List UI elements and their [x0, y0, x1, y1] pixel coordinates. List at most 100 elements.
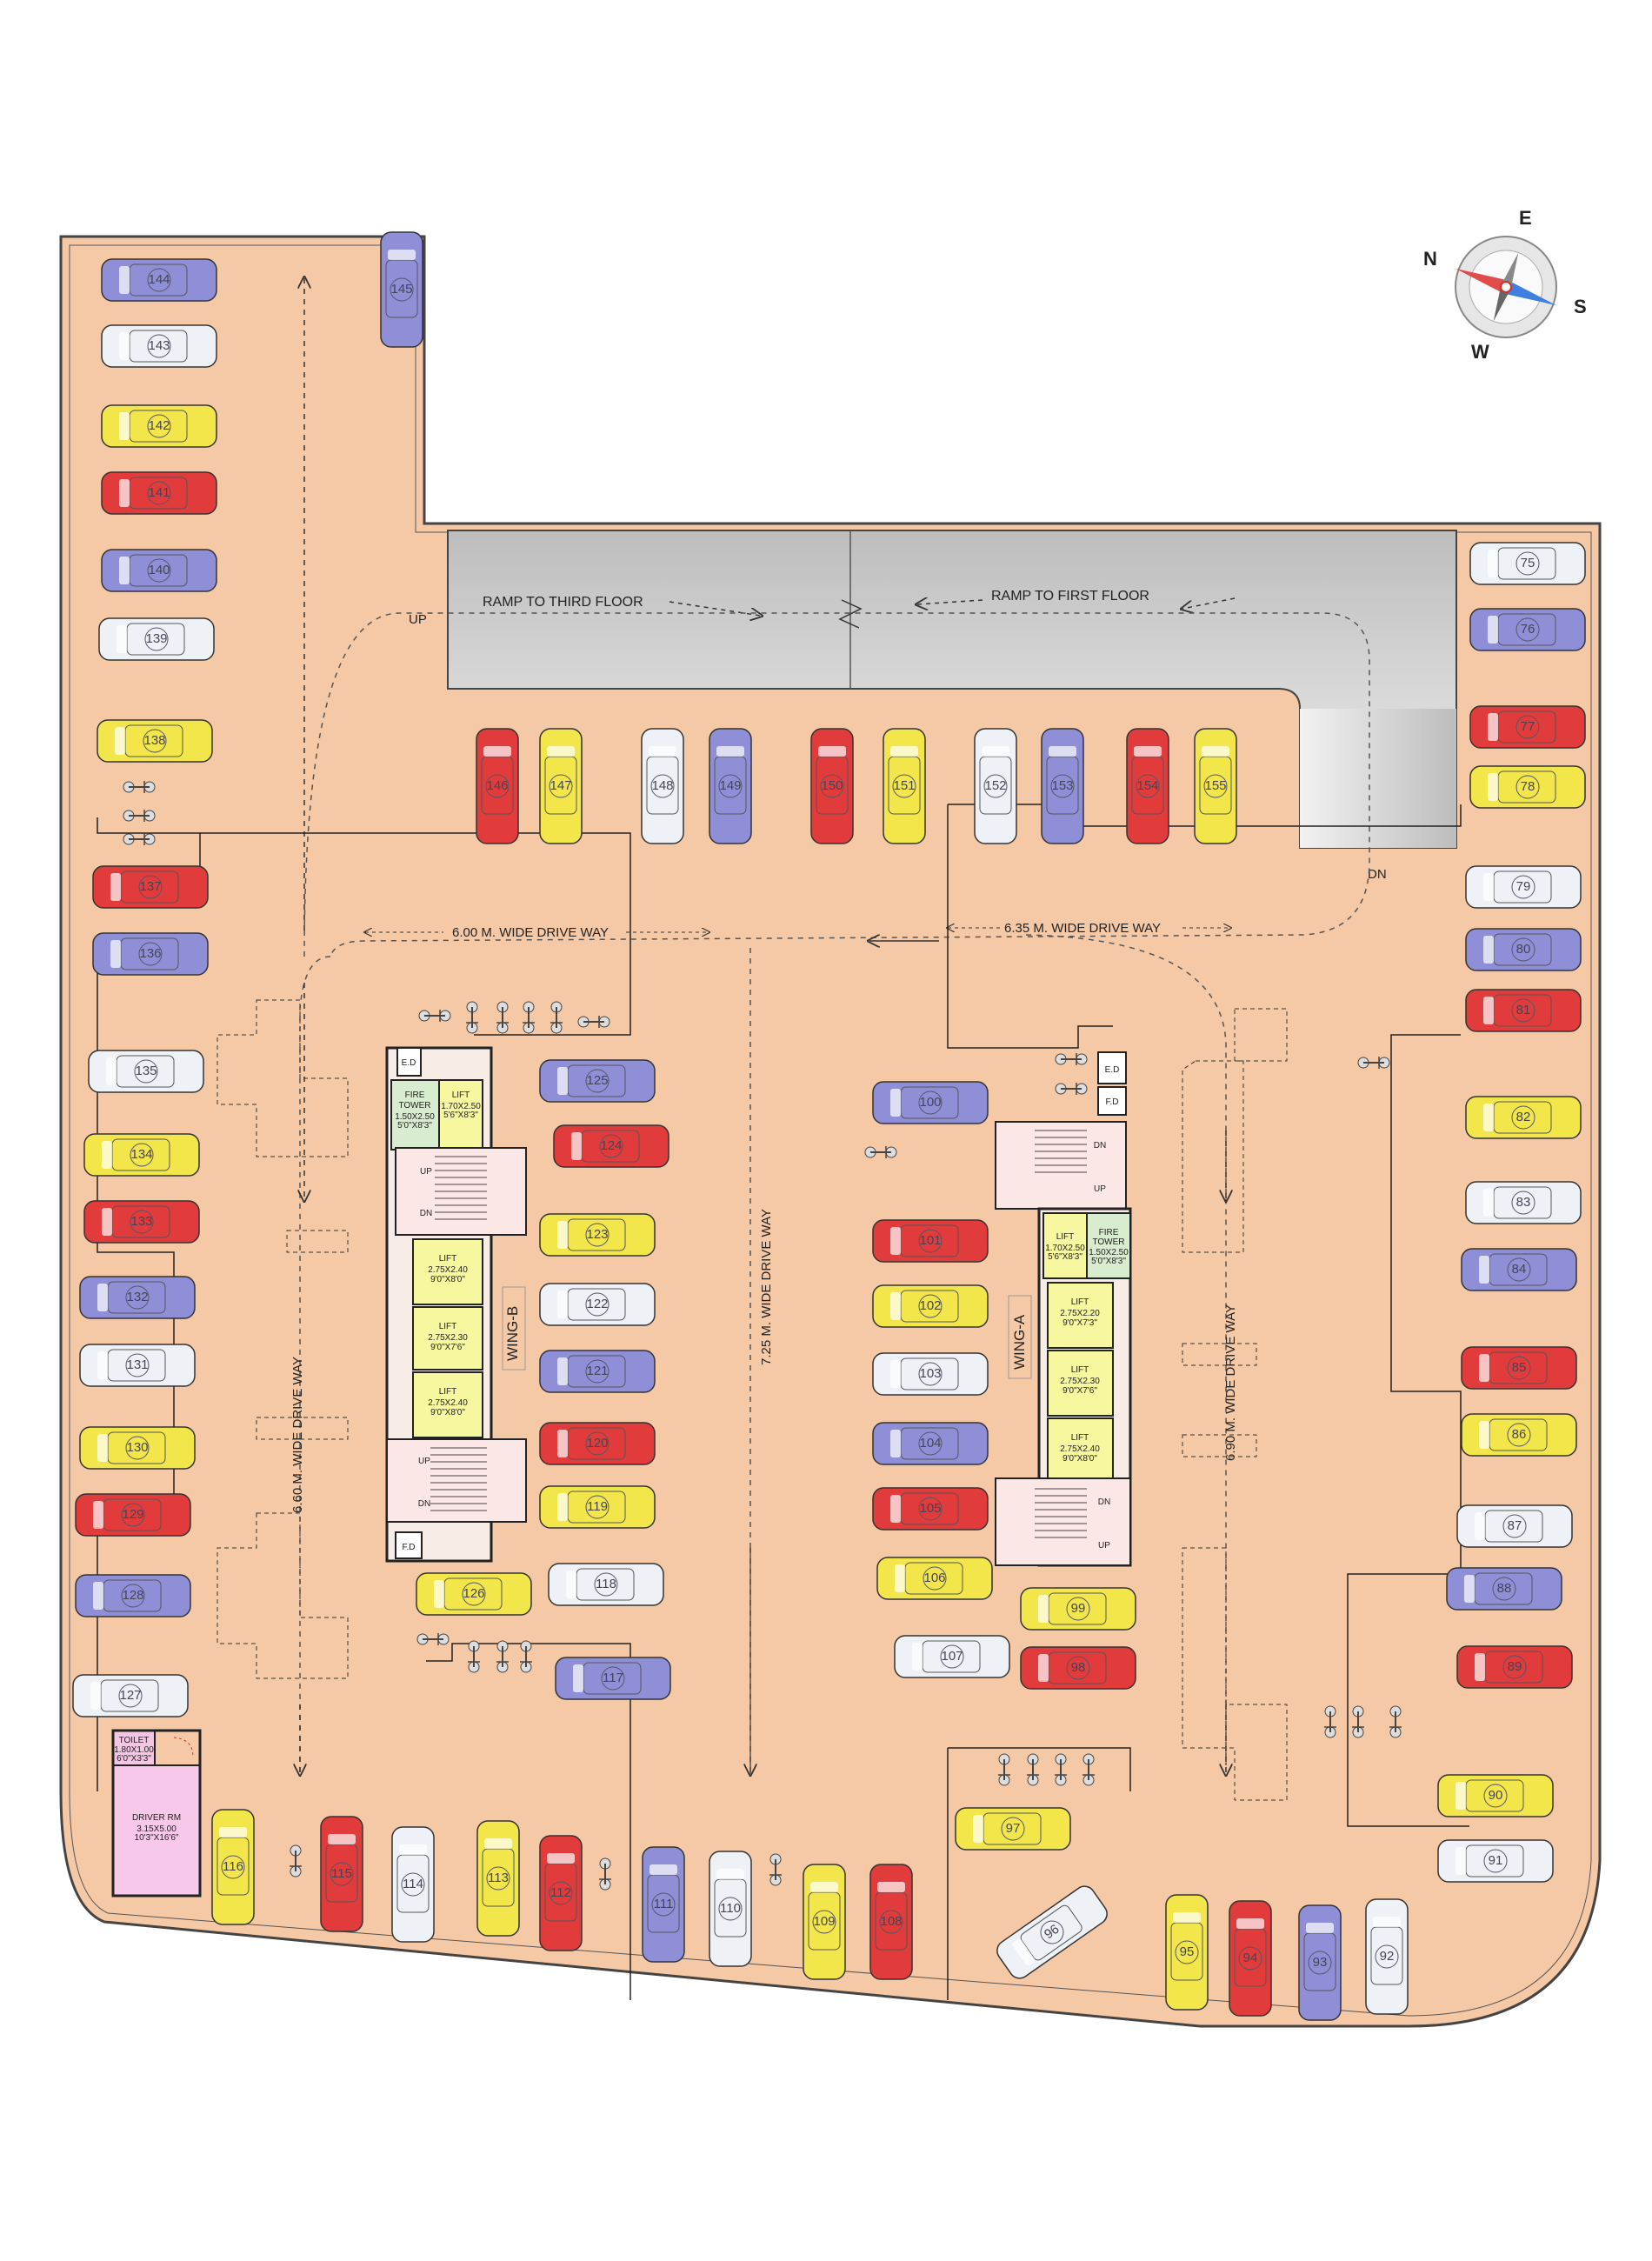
- parking-slot-134: 134: [83, 1133, 200, 1177]
- wing-b-lift-2: [412, 1306, 483, 1371]
- car-windshield: [566, 1571, 576, 1598]
- bike-icon: [523, 1001, 535, 1034]
- car-windshield: [1488, 616, 1498, 644]
- car-windshield: [1479, 1256, 1489, 1284]
- slot-number: 125: [586, 1073, 608, 1088]
- slot-number-ring: [330, 1862, 354, 1886]
- bike-icon: [416, 1633, 450, 1645]
- parking-slot-86: 86: [1461, 1413, 1577, 1457]
- parking-slot-120: 120: [539, 1422, 656, 1465]
- car-windshield: [557, 1493, 568, 1521]
- slot-number-ring: [147, 414, 171, 438]
- bike-icon: [1389, 1705, 1402, 1738]
- parking-slot-96: 96: [996, 1885, 1108, 1979]
- parking-slot-78: 78: [1469, 765, 1586, 809]
- slot-number-ring: [599, 1134, 623, 1158]
- slot-number-ring: [143, 729, 167, 753]
- slot-number-ring: [1511, 998, 1535, 1023]
- wing-b-lift-1-dim2: 9'0"X8'0": [430, 1275, 465, 1284]
- slot-number-ring: [121, 1503, 145, 1527]
- slot-number: 151: [893, 778, 915, 793]
- parking-slot-89: 89: [1456, 1645, 1573, 1689]
- parking-slot-87: 87: [1456, 1504, 1573, 1548]
- slot-number: 128: [122, 1588, 143, 1603]
- slot-number: 146: [486, 778, 508, 793]
- car-windshield: [890, 1495, 901, 1523]
- toilet-dim1: 1.80X1.00: [114, 1745, 154, 1755]
- parking-slot-148: 148: [641, 728, 684, 844]
- slot-number: 88: [1497, 1581, 1512, 1596]
- slot-number-ring: [1375, 1944, 1399, 1969]
- parking-slot-126: 126: [416, 1572, 532, 1616]
- wing-b-lift-1-label: LIFT: [439, 1254, 457, 1264]
- car-windshield: [110, 940, 121, 968]
- slot-number: 138: [143, 733, 165, 748]
- ramp-first-arrow: [917, 600, 983, 604]
- parking-slot-146: 146: [476, 728, 519, 844]
- wing-b-fire-label: FIRE: [405, 1090, 425, 1100]
- car-windshield: [110, 873, 121, 901]
- slot-number-ring: [1515, 715, 1540, 739]
- slot-number-ring: [918, 1362, 943, 1386]
- slot-number: 109: [813, 1914, 835, 1929]
- slot-number-ring: [147, 558, 171, 583]
- bike-icon: [577, 1016, 610, 1028]
- slot-number-ring: [585, 1359, 610, 1384]
- parking-slot-84: 84: [1461, 1248, 1577, 1291]
- slot-number-ring: [147, 268, 171, 292]
- driver-room-outline: [111, 1729, 202, 1898]
- slot-number: 99: [1071, 1601, 1086, 1616]
- car-windshield: [557, 1221, 568, 1249]
- slot-number: 135: [135, 1064, 157, 1078]
- parking-slot-142: 142: [101, 404, 217, 448]
- parking-slot-145: 145: [380, 231, 423, 348]
- parking-slot-80: 80: [1465, 928, 1582, 971]
- parking-slot-113: 113: [476, 1820, 520, 1937]
- parking-slot-112: 112: [539, 1835, 583, 1951]
- slot-number-ring: [923, 1566, 947, 1591]
- parking-slot-105: 105: [872, 1487, 989, 1531]
- ramp-dn-label: DN: [1368, 867, 1387, 882]
- slot-number-ring: [125, 1436, 150, 1460]
- bike-icon: [1055, 1053, 1088, 1065]
- wing-a-label: WING-A: [1011, 1314, 1028, 1370]
- parking-slot-143: 143: [101, 324, 217, 368]
- wing-b-lift-1-dim1: 2.75X2.40: [428, 1265, 468, 1275]
- wing-a-stair-bottom-treads: [1035, 1488, 1087, 1538]
- car-windshield: [982, 746, 1009, 757]
- wing-a-lift-1-label: LIFT: [1071, 1297, 1089, 1307]
- car-windshield: [106, 1057, 117, 1085]
- car-windshield: [557, 1357, 568, 1385]
- wing-a-ed-label: E.D: [1105, 1065, 1120, 1075]
- parking-slot-75: 75: [1469, 542, 1586, 585]
- parking-slot-111: 111: [642, 1846, 685, 1963]
- slot-number-ring: [1502, 1655, 1527, 1679]
- wing-b-label: WING-B: [504, 1306, 521, 1361]
- slot-number: 123: [586, 1227, 608, 1242]
- slot-number: 147: [550, 778, 571, 793]
- parking-slot-147: 147: [539, 728, 583, 844]
- slot-number-ring: [401, 1872, 425, 1897]
- parking-slot-137: 137: [92, 865, 209, 909]
- car-windshield: [1012, 1938, 1036, 1966]
- wing-a-lift-2: [1047, 1350, 1114, 1417]
- slot-number: 75: [1521, 556, 1535, 570]
- car-windshield: [1202, 746, 1229, 757]
- slot-number-ring: [1511, 875, 1535, 899]
- parking-slot-130: 130: [79, 1426, 196, 1470]
- slot-number-ring: [144, 627, 169, 651]
- car-windshield: [1455, 1782, 1466, 1810]
- compass-needle-south: [1503, 280, 1557, 306]
- wing-b-stair-bottom: [386, 1438, 527, 1523]
- car-windshield: [102, 1208, 112, 1236]
- parking-slot-109: 109: [803, 1864, 846, 1980]
- bike-icon: [496, 1640, 509, 1673]
- car-windshield: [1464, 1575, 1475, 1603]
- parking-slot-122: 122: [539, 1283, 656, 1326]
- driveway-label-right: 6.90 M. WIDE DRIVE WAY: [1223, 1304, 1238, 1461]
- slot-number-ring: [147, 334, 171, 358]
- slot-number: 111: [654, 1897, 674, 1911]
- driver-room: [112, 1764, 201, 1897]
- wing-a-lift-1-dim2: 9'0"X7'3": [1062, 1318, 1097, 1328]
